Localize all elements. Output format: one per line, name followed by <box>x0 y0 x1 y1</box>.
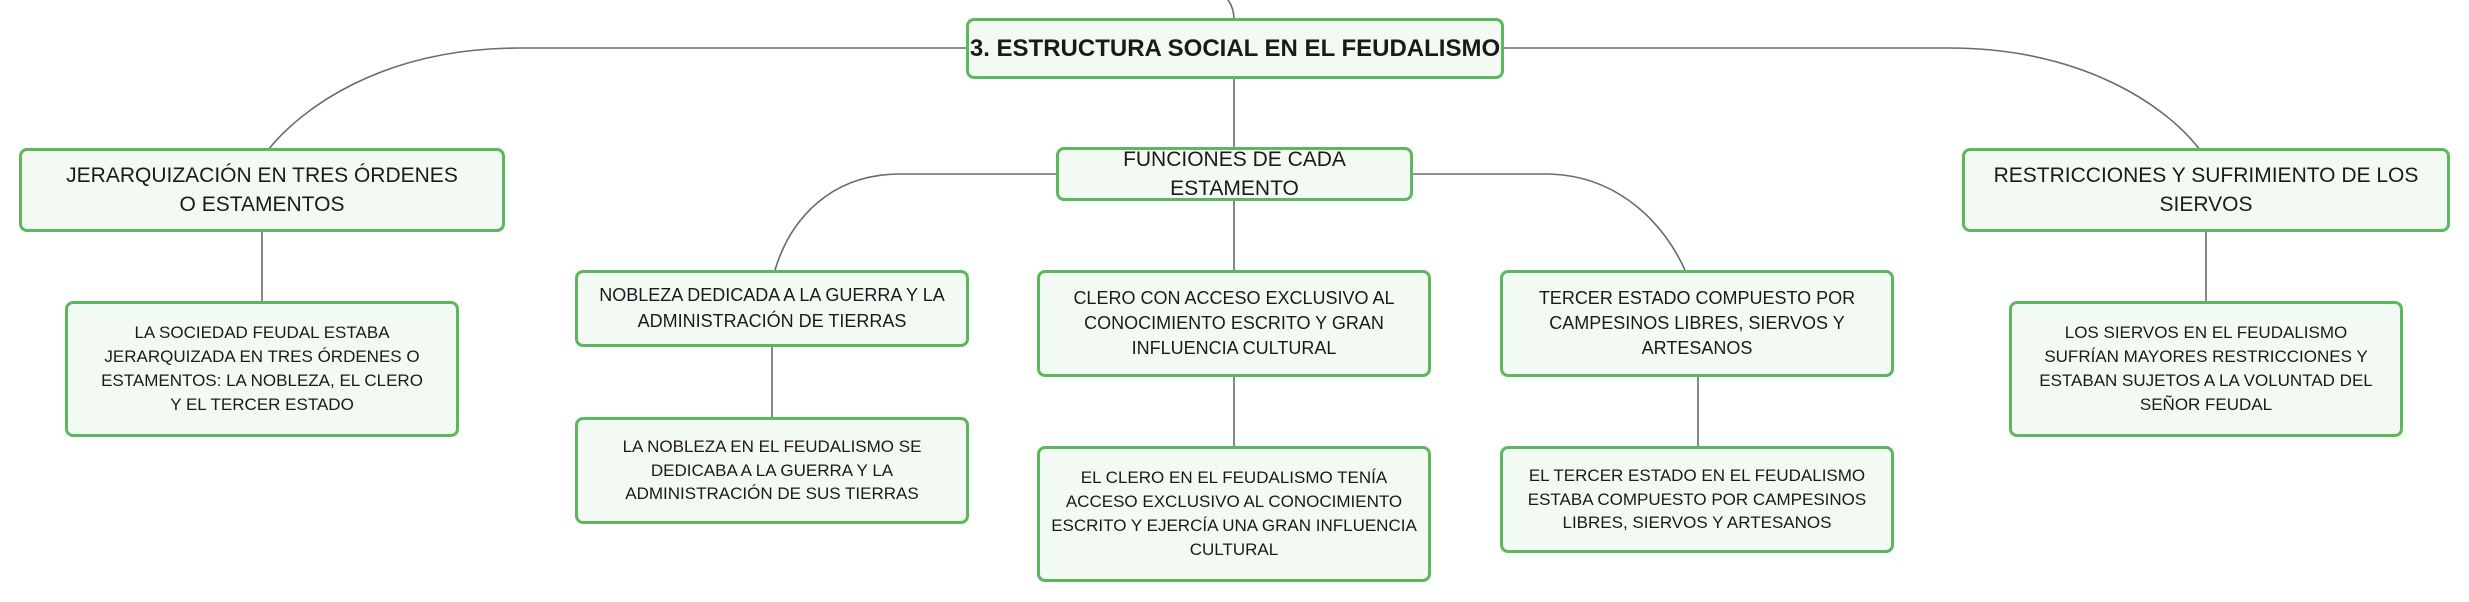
detail-tercer-estado-text: EL TERCER ESTADO EN EL FEUDALISMO ESTABA… <box>1527 465 1867 533</box>
detail-nobleza-text: LA NOBLEZA EN EL FEUDALISMO SE DEDICABA … <box>622 436 922 504</box>
detail-restricciones-text: LOS SIERVOS EN EL FEUDALISMO SUFRÍAN MAY… <box>2039 323 2373 414</box>
connector-parent-root <box>1227 0 1235 21</box>
detail-clero-text: EL CLERO EN EL FEUDALISMO TENÍA ACCESO E… <box>1051 468 1417 559</box>
detail-jerarquizacion[interactable]: LA SOCIEDAD FEUDAL ESTABA JERARQUIZADA E… <box>65 301 459 437</box>
detail-jerarquizacion-text: LA SOCIEDAD FEUDAL ESTABA JERARQUIZADA E… <box>101 323 423 414</box>
root-node[interactable]: 3. ESTRUCTURA SOCIAL EN EL FEUDALISMO <box>966 18 1504 79</box>
root-node-label: 3. ESTRUCTURA SOCIAL EN EL FEUDALISMO <box>969 34 1501 62</box>
detail-tercer-estado[interactable]: EL TERCER ESTADO EN EL FEUDALISMO ESTABA… <box>1500 446 1894 553</box>
detail-restricciones[interactable]: LOS SIERVOS EN EL FEUDALISMO SUFRÍAN MAY… <box>2009 301 2403 437</box>
node-clero-label: CLERO CON ACCESO EXCLUSIVO AL CONOCIMIEN… <box>1073 287 1395 359</box>
node-restricciones-label: RESTRICCIONES Y SUFRIMIENTO DE LOS SIERV… <box>1993 163 2419 216</box>
connector-funciones-nobleza <box>774 173 1056 271</box>
detail-clero[interactable]: EL CLERO EN EL FEUDALISMO TENÍA ACCESO E… <box>1037 446 1431 582</box>
node-nobleza[interactable]: NOBLEZA DEDICADA A LA GUERRA Y LA ADMINI… <box>575 270 969 347</box>
node-tercer-estado-label: TERCER ESTADO COMPUESTO POR CAMPESINOS L… <box>1538 287 1856 359</box>
connector-root-jerarquizacion <box>267 47 966 151</box>
connector-root-restricciones <box>1504 47 2201 151</box>
node-funciones-label: FUNCIONES DE CADA ESTAMENTO <box>1123 147 1346 200</box>
node-jerarquizacion[interactable]: JERARQUIZACIÓN EN TRES ÓRDENES O ESTAMEN… <box>19 148 505 232</box>
detail-nobleza[interactable]: LA NOBLEZA EN EL FEUDALISMO SE DEDICABA … <box>575 417 969 524</box>
connector-funciones-tercer <box>1413 173 1686 271</box>
node-restricciones[interactable]: RESTRICCIONES Y SUFRIMIENTO DE LOS SIERV… <box>1962 148 2450 232</box>
node-jerarquizacion-label: JERARQUIZACIÓN EN TRES ÓRDENES O ESTAMEN… <box>66 163 458 216</box>
node-nobleza-label: NOBLEZA DEDICADA A LA GUERRA Y LA ADMINI… <box>599 285 945 331</box>
node-funciones[interactable]: FUNCIONES DE CADA ESTAMENTO <box>1056 147 1413 201</box>
node-tercer-estado[interactable]: TERCER ESTADO COMPUESTO POR CAMPESINOS L… <box>1500 270 1894 377</box>
node-clero[interactable]: CLERO CON ACCESO EXCLUSIVO AL CONOCIMIEN… <box>1037 270 1431 377</box>
